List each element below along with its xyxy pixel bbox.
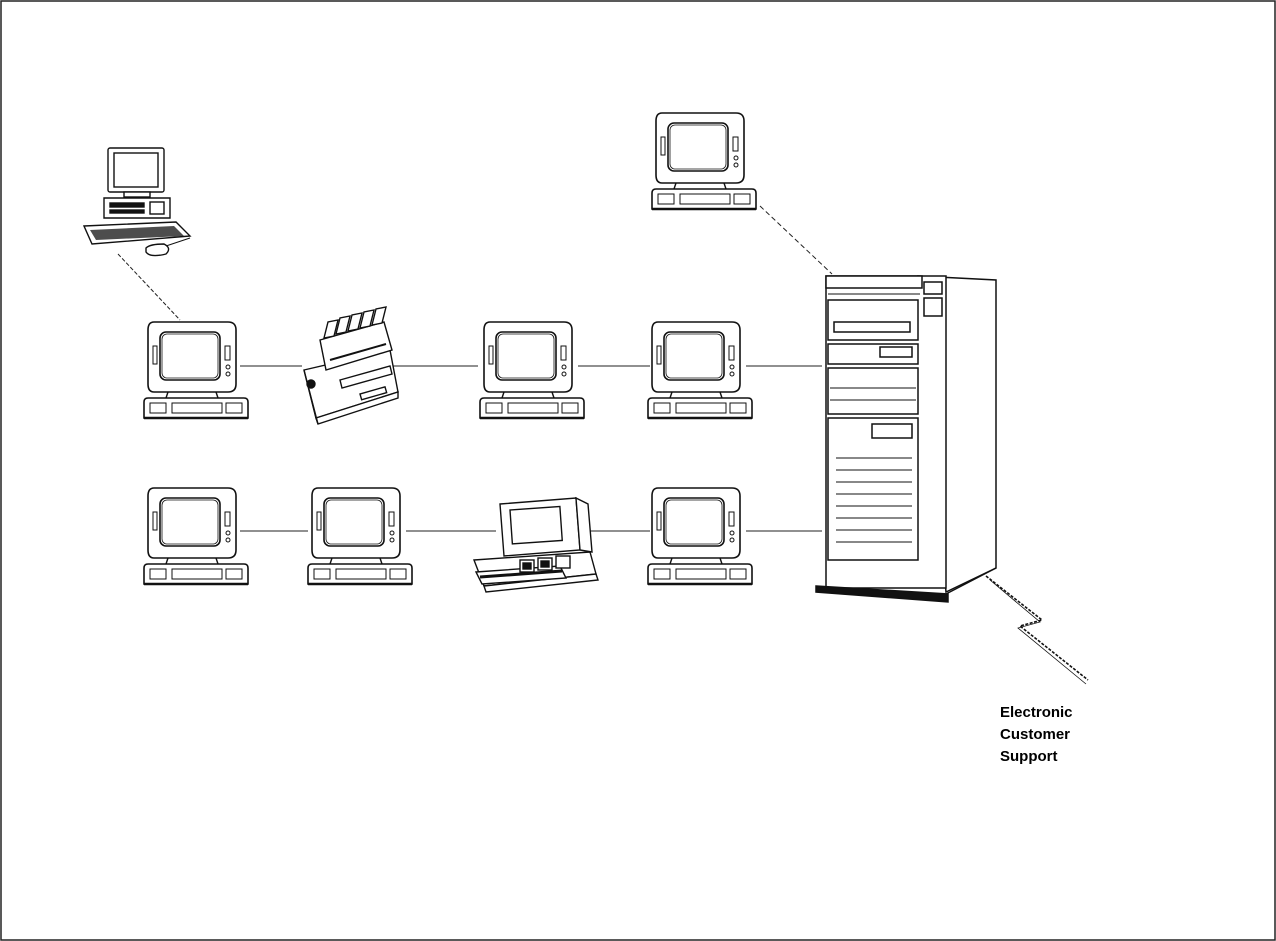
server-tower-icon — [815, 275, 997, 603]
terminal-icon — [478, 320, 586, 420]
label-line-1: Electronic — [1000, 704, 1073, 721]
link-top-terminal-to-server — [759, 205, 833, 275]
terminal-icon — [306, 486, 414, 586]
terminal-icon — [142, 320, 250, 420]
desktop-terminal-icon — [473, 496, 599, 593]
label-line-3: Support — [1000, 748, 1058, 765]
terminal-icon — [142, 486, 250, 586]
dot-matrix-printer-icon — [303, 306, 399, 425]
link-pc-to-terminal — [117, 253, 181, 321]
label-line-2: Customer — [1000, 726, 1071, 743]
terminal-icon — [646, 320, 754, 420]
lightning-link-icon — [985, 575, 1089, 685]
pc-workstation-icon — [82, 147, 192, 257]
terminal-icon — [650, 111, 758, 211]
connection-lines — [117, 205, 833, 532]
electronic-customer-support-label: Electronic Customer Support — [1000, 702, 1073, 768]
terminal-icon — [646, 486, 754, 586]
